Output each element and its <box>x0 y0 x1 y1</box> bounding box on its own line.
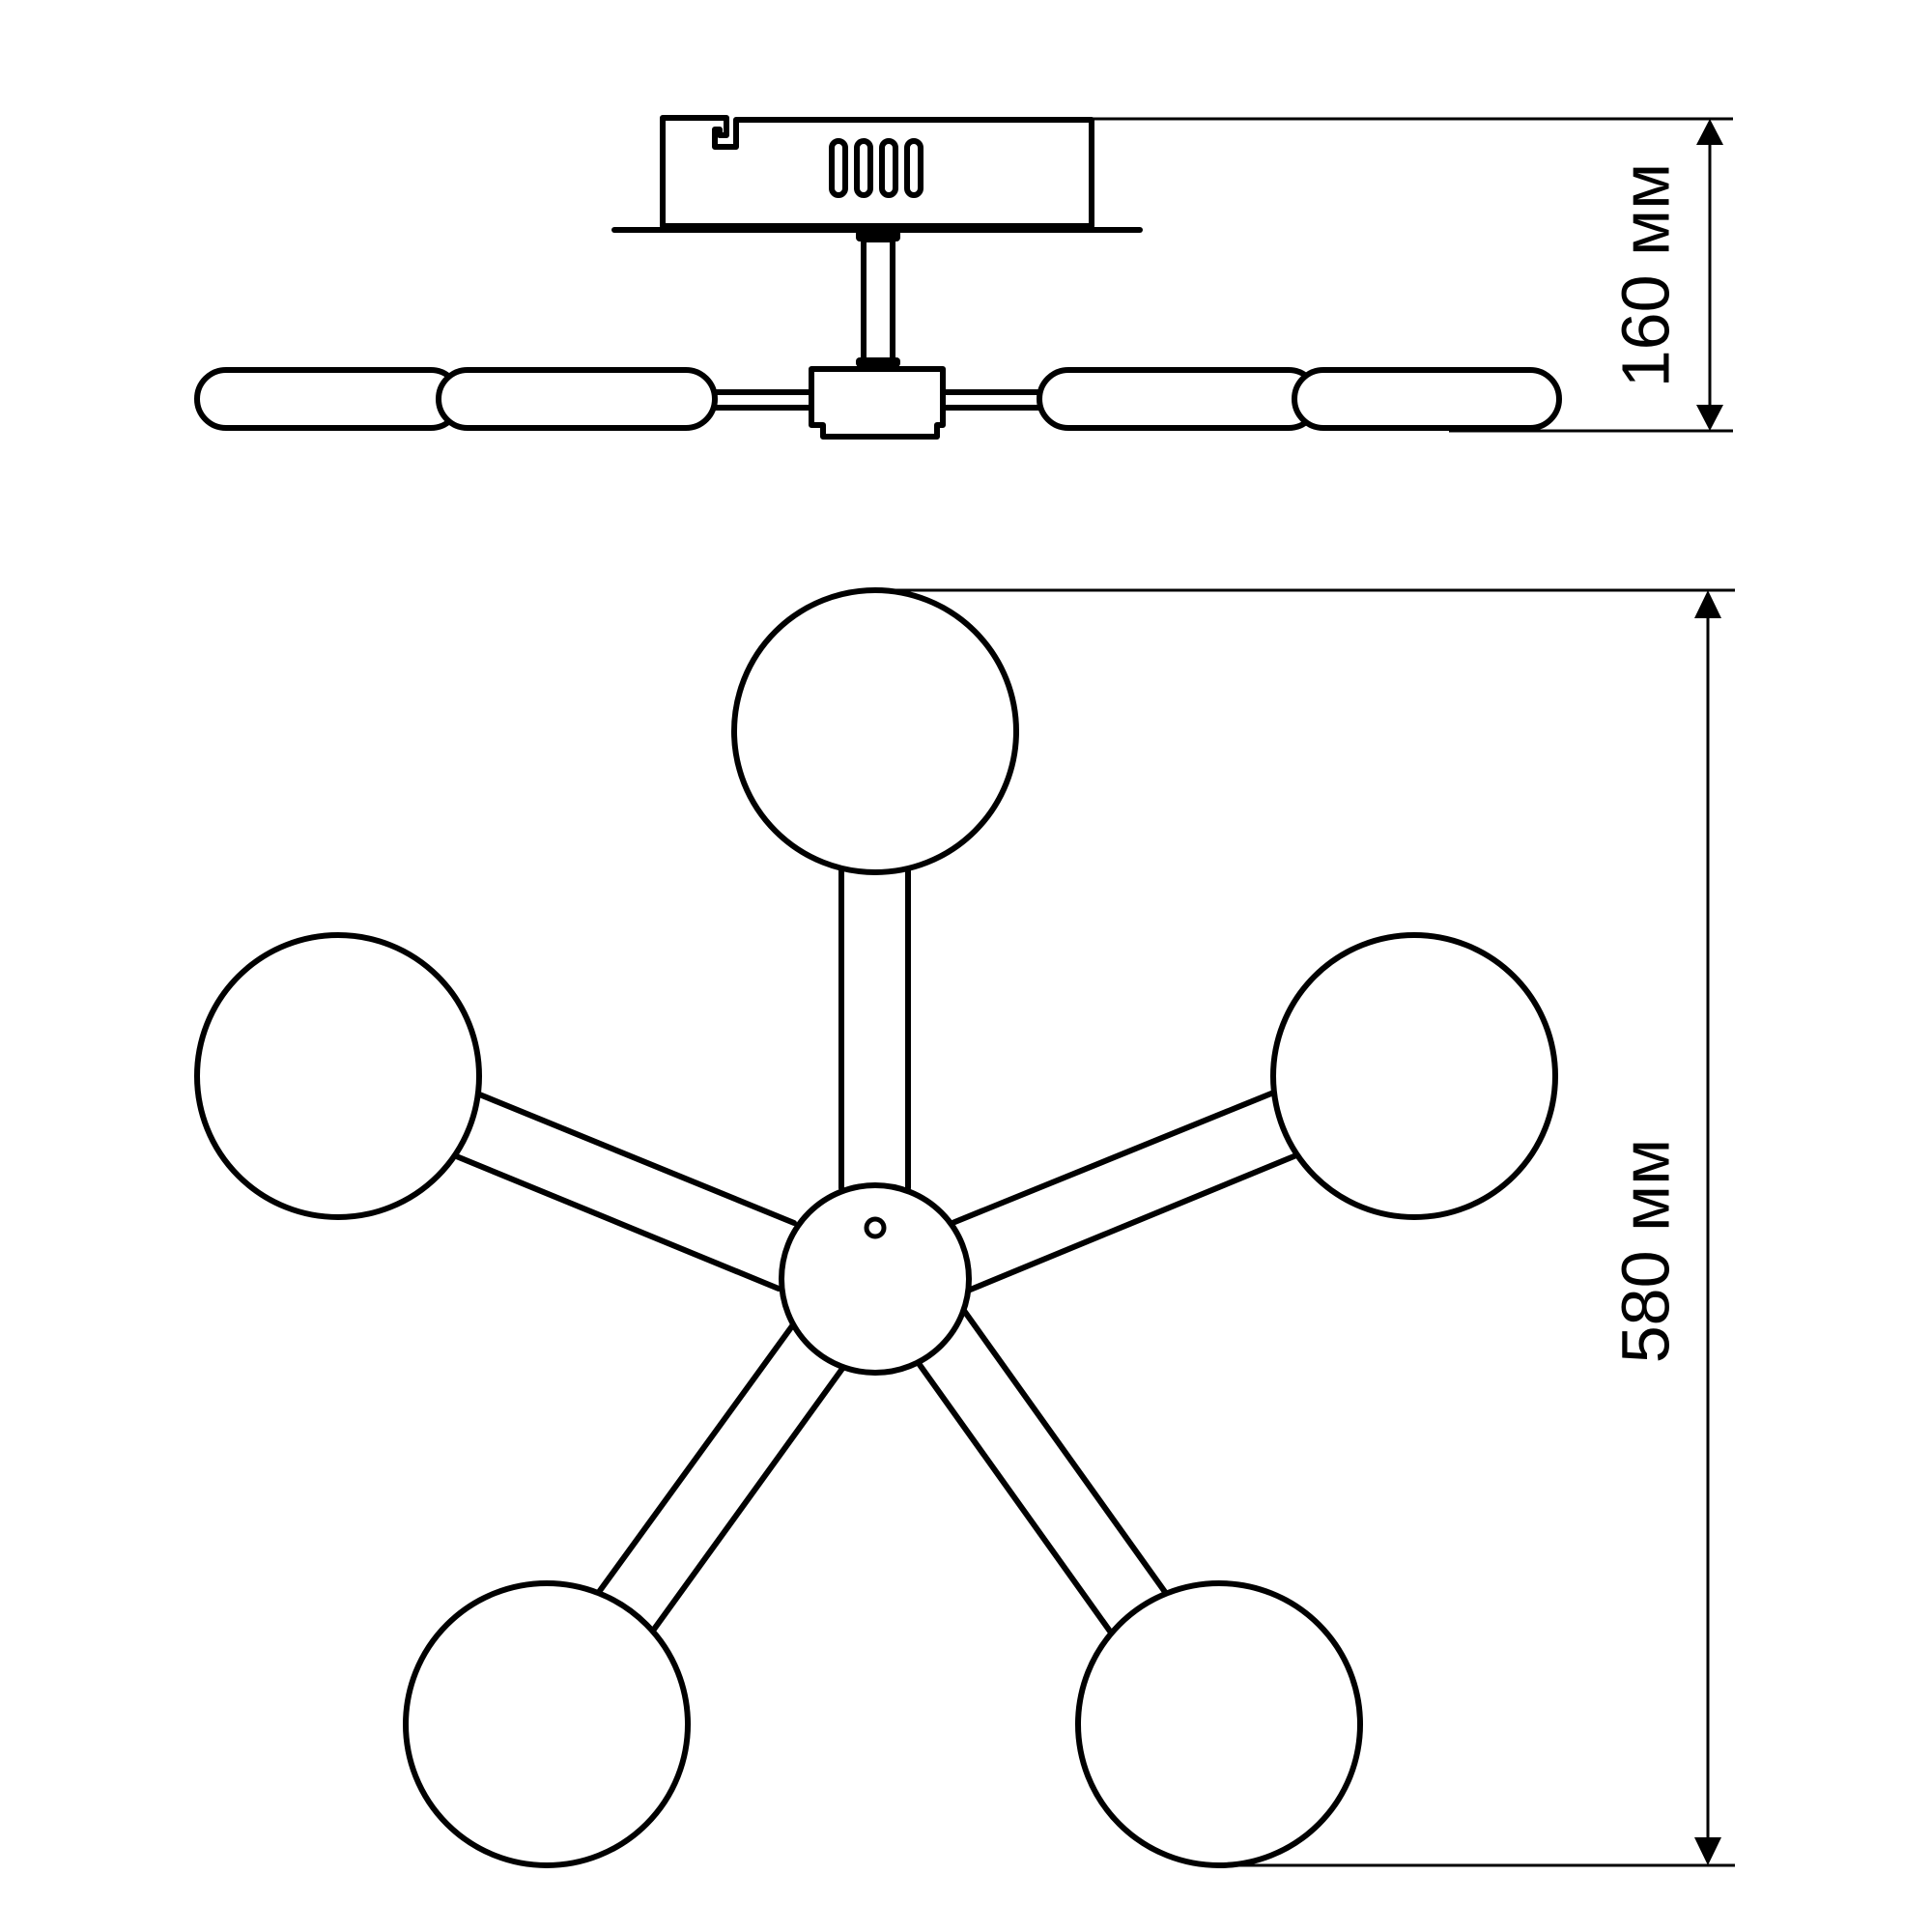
shade-lower-right <box>1075 1580 1363 1868</box>
arrow-up-icon <box>1696 119 1723 145</box>
arm-upper-right <box>950 1091 1299 1293</box>
height-label: 160 мм <box>1607 163 1683 388</box>
shade-top <box>731 587 1019 875</box>
diameter-dimension: 580 мм <box>875 588 1735 1867</box>
shade-lower-left <box>403 1580 691 1868</box>
shade-upper-right <box>1270 932 1558 1220</box>
side-arm-right <box>940 389 1042 411</box>
arm-upper-left <box>451 1091 797 1292</box>
height-dimension: 160 мм <box>1092 117 1733 433</box>
diameter-label: 580 мм <box>1607 1139 1683 1364</box>
hub-screw-icon <box>864 1216 887 1239</box>
top-view <box>194 587 1558 1868</box>
shade-side-near-right <box>1037 367 1321 431</box>
hub-body <box>809 366 946 440</box>
arrow-down-icon <box>1696 405 1723 431</box>
arm-lower-left <box>596 1321 847 1634</box>
arm-lower-right <box>915 1305 1168 1635</box>
shade-upper-left <box>194 932 482 1220</box>
stem <box>861 237 895 364</box>
shade-side-far-right <box>1292 367 1562 431</box>
canopy-box <box>660 115 1094 229</box>
stem-bottom-collar <box>856 357 900 367</box>
arrow-up-icon <box>1694 590 1721 618</box>
arrow-down-icon <box>1694 1837 1721 1865</box>
shade-side-near-left <box>436 367 718 431</box>
hub <box>779 1182 972 1376</box>
side-arm-left <box>712 389 814 411</box>
shade-side-far-left <box>194 367 463 431</box>
side-view <box>194 115 1562 440</box>
terminal-block-icon <box>829 138 923 198</box>
arm-top <box>838 867 911 1191</box>
